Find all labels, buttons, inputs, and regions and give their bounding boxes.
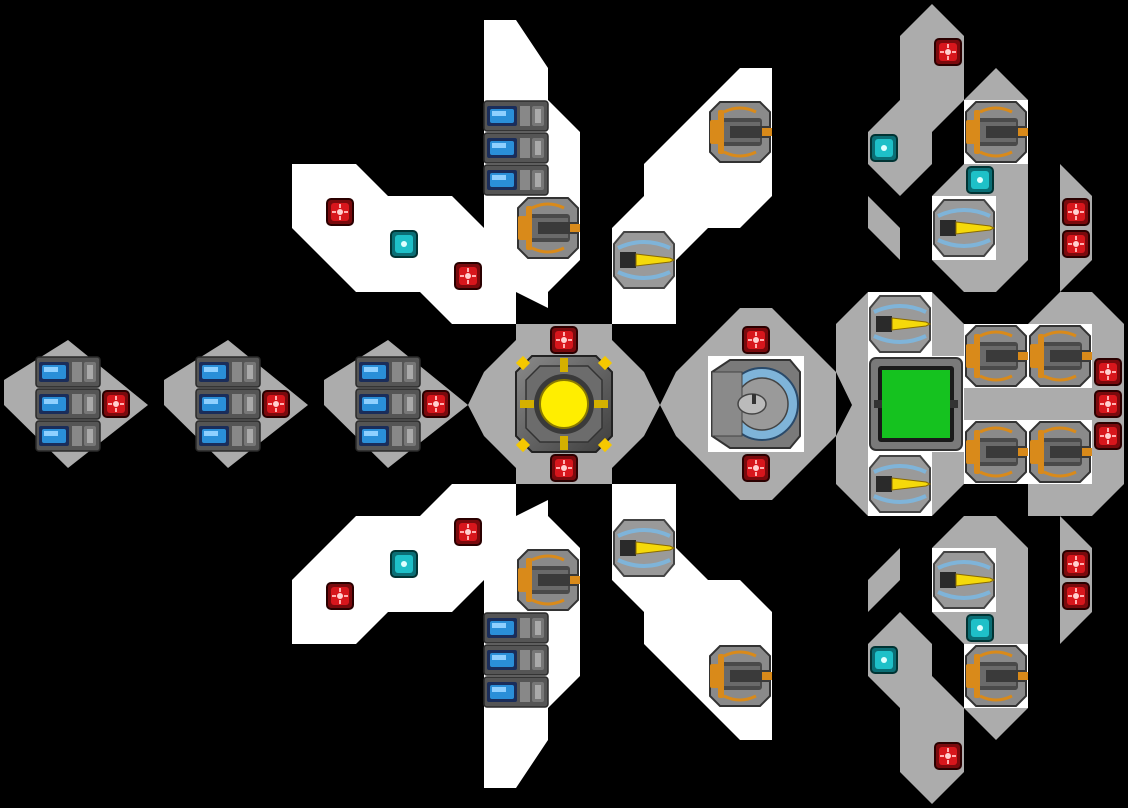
modules[interactable] [36,38,1122,770]
point-defense-icon[interactable] [934,38,962,66]
point-defense-icon[interactable] [1094,358,1122,386]
heavy-cannon-icon[interactable] [1028,324,1094,388]
point-defense-icon[interactable] [422,390,450,418]
battery-bank[interactable] [356,357,420,451]
sensor-node-icon[interactable] [966,614,994,642]
battery-bank[interactable] [196,357,260,451]
point-defense-icon[interactable] [454,262,482,290]
heavy-cannon-icon[interactable] [516,548,582,612]
blaster-icon[interactable] [868,454,932,514]
heavy-cannon-icon[interactable] [964,100,1030,164]
point-defense-icon[interactable] [1062,198,1090,226]
battery-bank[interactable] [36,357,100,451]
point-defense-icon[interactable] [1062,230,1090,258]
point-defense-icon[interactable] [326,582,354,610]
point-defense-icon[interactable] [742,454,770,482]
point-defense-icon[interactable] [326,198,354,226]
point-defense-icon[interactable] [1062,550,1090,578]
sensor-node-icon[interactable] [870,646,898,674]
battery-bank[interactable] [484,613,548,707]
blaster-icon[interactable] [612,230,676,290]
point-defense-icon[interactable] [454,518,482,546]
battery-bank[interactable] [484,101,548,195]
heavy-cannon-icon[interactable] [516,196,582,260]
blaster-icon[interactable] [932,198,996,258]
point-defense-icon[interactable] [1094,390,1122,418]
point-defense-icon[interactable] [262,390,290,418]
heavy-cannon-icon[interactable] [708,644,774,708]
sensor-node-icon[interactable] [966,166,994,194]
point-defense-icon[interactable] [1094,422,1122,450]
heavy-cannon-icon[interactable] [708,100,774,164]
reactor-icon[interactable] [515,355,613,453]
point-defense-icon[interactable] [102,390,130,418]
sensor-node-icon[interactable] [390,230,418,258]
blaster-icon[interactable] [932,550,996,610]
heavy-cannon-icon[interactable] [964,420,1030,484]
point-defense-icon[interactable] [550,454,578,482]
heavy-cannon-icon[interactable] [964,644,1030,708]
heavy-cannon-icon[interactable] [964,324,1030,388]
sensor-node-icon[interactable] [870,134,898,162]
heavy-cannon-icon[interactable] [1028,420,1094,484]
point-defense-icon[interactable] [934,742,962,770]
bridge-icon[interactable] [868,356,964,452]
point-defense-icon[interactable] [550,326,578,354]
shield-generator-icon[interactable] [708,356,804,452]
blaster-icon[interactable] [868,294,932,354]
sensor-node-icon[interactable] [390,550,418,578]
blaster-icon[interactable] [612,518,676,578]
point-defense-icon[interactable] [1062,582,1090,610]
point-defense-icon[interactable] [742,326,770,354]
